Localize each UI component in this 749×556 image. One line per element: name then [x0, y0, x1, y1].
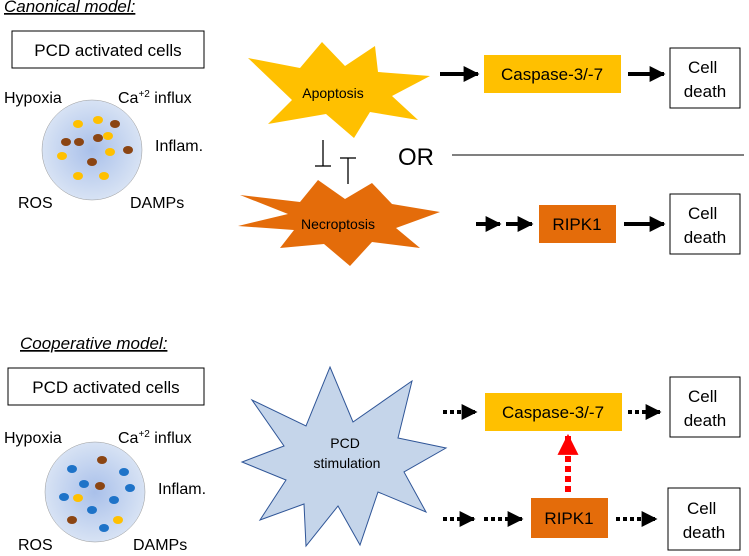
particle-yellow: [73, 172, 83, 180]
damps-label-cooperative: DAMPs: [133, 537, 187, 554]
ripk1-label-cooperative: RIPK1: [544, 509, 593, 528]
caspase-box-canonical: [484, 55, 621, 93]
particle-brown: [61, 138, 71, 146]
ca-influx-label-canonical: Ca+2 influx: [118, 89, 192, 107]
particle-blue: [99, 524, 109, 532]
cooperative-heading: Cooperative model:: [20, 334, 168, 353]
ripk1-box-cooperative: [531, 498, 608, 538]
particle-blue: [79, 480, 89, 488]
particle-brown: [74, 138, 84, 146]
particle-brown: [93, 134, 103, 142]
ros-label-cooperative: ROS: [18, 537, 53, 554]
caspase-label-cooperative: Caspase-3/-7: [502, 403, 604, 422]
canonical-heading: Canonical model:: [4, 0, 136, 16]
particle-yellow: [57, 152, 67, 160]
caspase-box-cooperative: [485, 393, 622, 431]
particle-yellow: [113, 516, 123, 524]
pcd-stimulation-burst: [240, 365, 448, 548]
particle-brown: [123, 146, 133, 154]
cell-death-box-canonical-1: [669, 47, 741, 109]
ripk1-box-canonical: [539, 205, 616, 243]
pcd-cells-label-cooperative: PCD activated cells: [32, 378, 179, 397]
cell-particles-canonical: [57, 116, 133, 180]
dotted-arrows: [443, 404, 662, 527]
particle-yellow: [103, 132, 113, 140]
mutual-inhibition-symbol: [315, 140, 356, 184]
cell-death-box-cooperative-1: [669, 376, 741, 438]
cell-death-text-canonical-1: Cell death: [684, 58, 727, 101]
particle-blue: [67, 465, 77, 473]
particle-brown: [97, 456, 107, 464]
ros-label-canonical: ROS: [18, 195, 53, 212]
inflam-label-cooperative: Inflam.: [158, 481, 206, 498]
ripk1-label-canonical: RIPK1: [552, 215, 601, 234]
hypoxia-label-cooperative: Hypoxia: [4, 430, 62, 447]
pcd-stimulation-text: PCD stimulation: [314, 435, 381, 471]
particle-yellow: [73, 120, 83, 128]
inflam-label-canonical: Inflam.: [155, 138, 203, 155]
particle-blue: [125, 484, 135, 492]
or-label: OR: [398, 144, 434, 171]
damps-label-canonical: DAMPs: [130, 195, 184, 212]
pcd-cells-box-cooperative: [7, 367, 205, 406]
particle-blue: [59, 493, 69, 501]
particle-blue: [109, 496, 119, 504]
cell-death-text-canonical-2: Cell death: [684, 204, 727, 247]
particle-brown: [67, 516, 77, 524]
necroptosis-label: Necroptosis: [301, 216, 375, 232]
hypoxia-label-canonical: Hypoxia: [4, 90, 62, 107]
particle-brown: [87, 158, 97, 166]
apoptosis-burst: [248, 42, 430, 138]
pcd-cells-box-canonical: [11, 30, 205, 69]
particle-yellow: [93, 116, 103, 124]
cell-death-text-cooperative-1: Cell death: [684, 387, 727, 430]
particle-brown: [110, 120, 120, 128]
cell-particles-cooperative: [59, 456, 135, 532]
particle-yellow: [99, 172, 109, 180]
necroptosis-burst: [238, 180, 440, 266]
particle-yellow: [73, 494, 83, 502]
cell-death-box-canonical-2: [669, 193, 741, 255]
particle-yellow: [105, 148, 115, 156]
cell-death-text-cooperative-2: Cell death: [683, 499, 726, 542]
particle-blue: [87, 506, 97, 514]
ca-influx-label-cooperative: Ca+2 influx: [118, 429, 192, 447]
particle-brown: [95, 482, 105, 490]
cell-death-box-cooperative-2: [667, 487, 741, 551]
apoptosis-label: Apoptosis: [302, 85, 363, 101]
caspase-label-canonical: Caspase-3/-7: [501, 65, 603, 84]
pcd-cells-label-canonical: PCD activated cells: [34, 41, 181, 60]
particle-blue: [119, 468, 129, 476]
